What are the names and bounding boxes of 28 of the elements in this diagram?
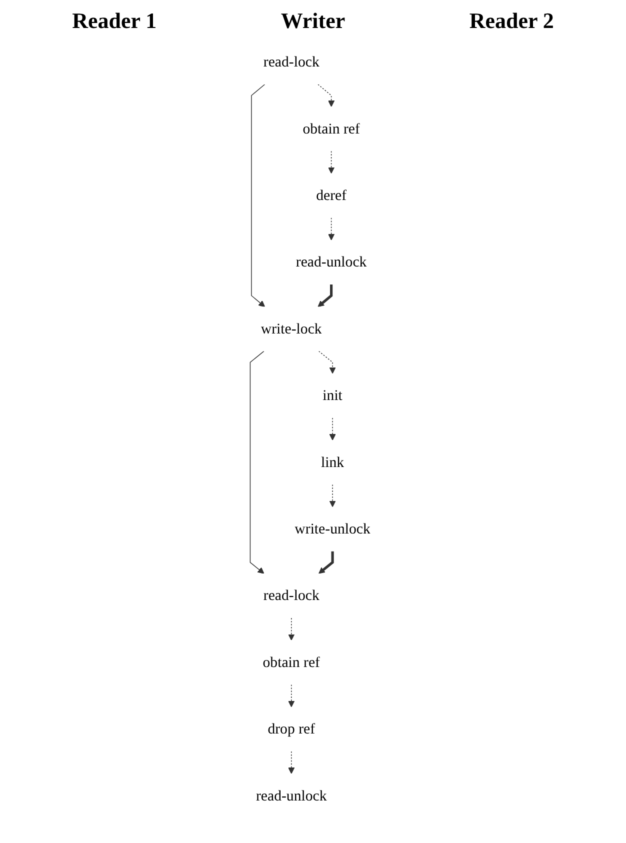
- arrow: [250, 84, 265, 308]
- column-heading: Reader 2: [469, 8, 554, 34]
- arrow: [318, 551, 334, 574]
- node-text: obtain ref: [302, 120, 360, 138]
- arrow: [329, 418, 336, 440]
- node-text: init: [322, 388, 342, 404]
- node-text: read-lock: [263, 588, 320, 604]
- arrow: [328, 217, 334, 240]
- column-heading: Reader 1: [72, 8, 157, 34]
- arrow: [288, 684, 294, 708]
- node-text: drop ref: [268, 720, 315, 738]
- arrow: [288, 751, 294, 774]
- arrow: [318, 350, 336, 374]
- node-text: link: [320, 454, 344, 470]
- node-text: read-unlock: [296, 254, 366, 270]
- column-heading: Writer: [280, 8, 346, 34]
- arrow: [288, 618, 294, 640]
- node-text: write-unlock: [294, 520, 370, 538]
- arrow: [329, 484, 336, 508]
- arrow: [317, 84, 334, 107]
- node-text: deref: [316, 187, 346, 204]
- arrow: [318, 284, 332, 308]
- node-text: write-lock: [260, 320, 322, 338]
- arrow: [328, 150, 334, 174]
- node-text: read-unlock: [256, 788, 327, 804]
- node-text: read-lock: [263, 54, 320, 70]
- arrow: [250, 350, 264, 574]
- node-text: obtain ref: [262, 654, 320, 671]
